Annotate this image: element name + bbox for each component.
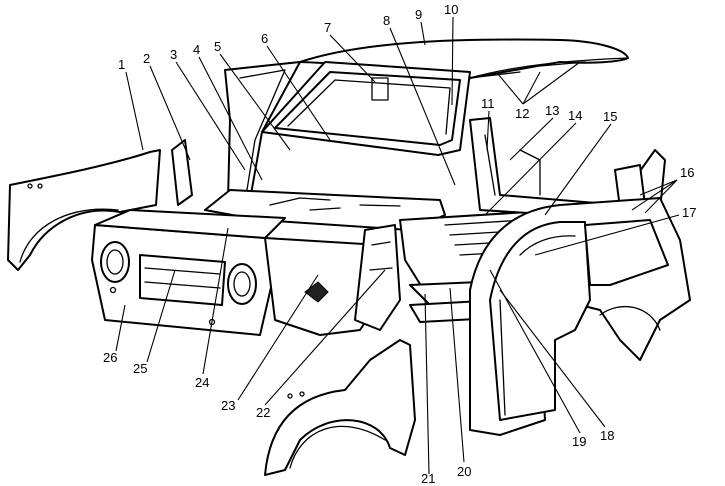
callout-4: 4 bbox=[193, 42, 200, 57]
callout-25: 25 bbox=[133, 361, 147, 376]
callout-24: 24 bbox=[195, 375, 209, 390]
fender-bolt-2 bbox=[37, 183, 43, 189]
callout-16: 16 bbox=[680, 165, 694, 180]
strut-tower-detail bbox=[369, 241, 393, 271]
callout-14: 14 bbox=[568, 108, 582, 123]
callout-26: 26 bbox=[103, 350, 117, 365]
front-fender-right bbox=[264, 339, 416, 476]
front-fender-right-arch bbox=[289, 425, 386, 469]
headlamp-left bbox=[100, 241, 130, 283]
fender-right-bolt bbox=[287, 393, 293, 399]
front-pillar bbox=[224, 61, 301, 201]
callout-12: 12 bbox=[515, 106, 529, 121]
callout-8: 8 bbox=[383, 13, 390, 28]
callout-5: 5 bbox=[214, 39, 221, 54]
callout-3: 3 bbox=[170, 47, 177, 62]
callout-labels: 1 2 3 4 5 6 7 8 9 10 11 12 13 14 15 16 1… bbox=[103, 2, 696, 486]
grille-bars bbox=[144, 267, 221, 289]
callout-11: 11 bbox=[481, 96, 495, 111]
front-fender-wheel-arch bbox=[19, 208, 119, 263]
callout-21: 21 bbox=[421, 471, 435, 486]
roof-bow bbox=[469, 61, 586, 79]
front-panel-top bbox=[94, 209, 286, 239]
apron-detail bbox=[304, 281, 329, 303]
headlamp-right bbox=[227, 263, 257, 305]
side-panel-inner-line bbox=[499, 235, 576, 416]
front-fender-left bbox=[7, 149, 161, 271]
grille-opening bbox=[139, 254, 226, 306]
hinge-pillar bbox=[171, 139, 193, 206]
callout-6: 6 bbox=[261, 31, 268, 46]
callout-15: 15 bbox=[603, 109, 617, 124]
callout-20: 20 bbox=[457, 464, 471, 479]
callout-1: 1 bbox=[118, 57, 125, 72]
callout-19: 19 bbox=[572, 434, 586, 449]
headlamp-left-inner bbox=[106, 249, 124, 275]
callout-7: 7 bbox=[324, 20, 331, 35]
front-panel-hole bbox=[109, 286, 117, 294]
front-pillar-inner bbox=[239, 69, 286, 197]
fender-right-bolt-2 bbox=[299, 391, 305, 397]
callout-10: 10 bbox=[444, 2, 458, 17]
windshield-inner-line bbox=[287, 79, 451, 135]
rear-wheel-arch-right bbox=[599, 305, 661, 331]
dash-panel-ribs bbox=[269, 197, 401, 211]
callout-17: 17 bbox=[682, 205, 696, 220]
door-opening-right bbox=[489, 221, 591, 421]
callout-23: 23 bbox=[221, 398, 235, 413]
strut-tower bbox=[354, 224, 401, 331]
fender-bolt bbox=[27, 183, 33, 189]
callout-9: 9 bbox=[415, 7, 422, 22]
side-window-right bbox=[584, 219, 669, 286]
leader-lines bbox=[115, 16, 680, 475]
quarter-glass bbox=[371, 77, 389, 101]
callout-22: 22 bbox=[256, 405, 270, 420]
headlamp-right-inner bbox=[233, 271, 251, 297]
roof-rear-edge bbox=[469, 57, 629, 79]
callout-18: 18 bbox=[600, 428, 614, 443]
callout-2: 2 bbox=[143, 51, 150, 66]
callout-13: 13 bbox=[545, 103, 559, 118]
